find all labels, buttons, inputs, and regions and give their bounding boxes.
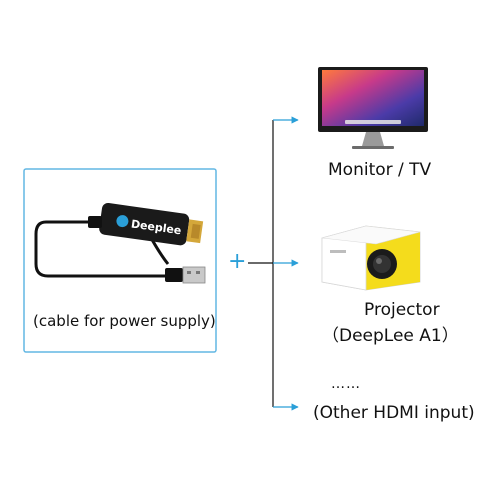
plus-sign: + <box>228 249 247 274</box>
adapter-frame <box>23 168 217 353</box>
monitor-icon <box>318 67 428 149</box>
hdmi-adapter-icon: Deeplee <box>34 202 206 284</box>
projector-model-label: （DeepLee A1） <box>322 326 459 346</box>
connector-lines <box>248 116 299 411</box>
monitor-label: Monitor / TV <box>328 160 432 180</box>
projector-icon <box>321 225 421 291</box>
cable-note: (cable for power supply) <box>33 312 216 330</box>
ellipsis-dots: …… <box>331 376 361 392</box>
projector-label: Projector <box>364 300 440 320</box>
other-hdmi-label: (Other HDMI input) <box>313 403 475 423</box>
